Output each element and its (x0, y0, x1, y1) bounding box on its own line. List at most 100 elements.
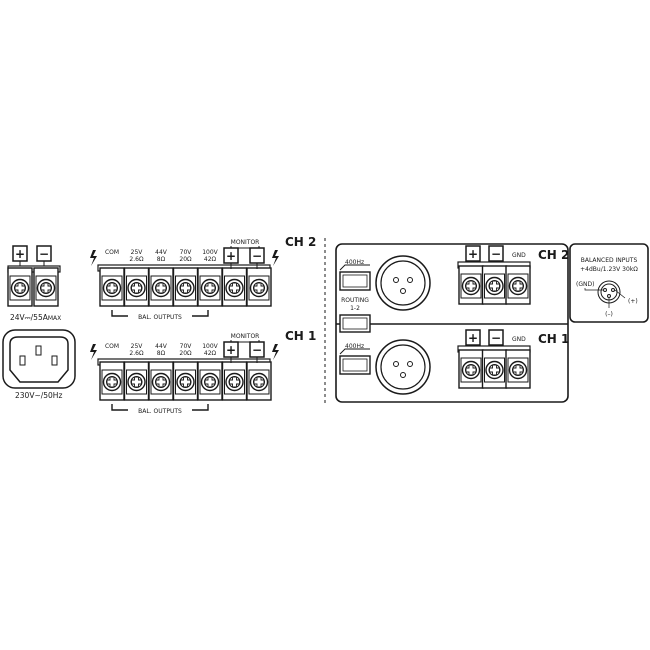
label: − (491, 331, 501, 345)
input-panel (335, 243, 569, 403)
label: 100V (202, 249, 218, 256)
minus-icon: − (488, 245, 504, 267)
screw-terminal[interactable] (246, 267, 272, 307)
label: 70V (180, 343, 193, 350)
screw-terminal[interactable] (172, 361, 199, 401)
svg-text:(GND): (GND) (576, 281, 594, 288)
mains-label: 230V~/50Hz (15, 391, 62, 400)
xlr-pinout-icon (584, 280, 626, 308)
screw-terminal[interactable] (148, 267, 174, 307)
hazard-bolt-icon (272, 250, 279, 266)
monitor-minus-icon: − (249, 341, 265, 363)
screw-terminal[interactable] (221, 361, 248, 401)
label: BAL. OUTPUTS (138, 314, 182, 321)
label: 25V (131, 249, 144, 256)
screw-terminal[interactable] (99, 267, 125, 307)
xlr-input-jack[interactable] (375, 339, 431, 395)
label: + (468, 247, 478, 261)
label: 8Ω (157, 350, 166, 357)
mains-inlet[interactable]: 230V~/50Hz (2, 329, 76, 400)
test-tone-switch[interactable]: 400Hz (339, 259, 371, 291)
label: + (226, 249, 236, 263)
label: CH 2 (285, 235, 316, 249)
monitor-plus-icon: + (223, 247, 239, 269)
label: 8Ω (157, 256, 166, 263)
label: 70V (180, 249, 193, 256)
label: 25V (131, 343, 144, 350)
plus-icon: + (12, 245, 28, 268)
label: 20Ω (179, 256, 192, 263)
screw-terminal[interactable] (481, 349, 508, 389)
label: 20Ω (179, 350, 192, 357)
monitor-minus-icon: − (249, 247, 265, 269)
screw-terminal[interactable] (221, 267, 248, 307)
label: 400Hz (345, 343, 364, 350)
label: − (252, 343, 262, 357)
minus-icon: − (36, 245, 52, 268)
screw-terminal[interactable] (458, 265, 484, 305)
screw-terminal[interactable] (197, 267, 223, 307)
label: 42Ω (204, 350, 217, 357)
label: COM (105, 343, 119, 350)
label: 100V (202, 343, 218, 350)
label: BAL. OUTPUTS (138, 408, 182, 415)
test-tone-switch[interactable]: 400Hz (339, 343, 371, 375)
monitor-plus-icon: + (223, 341, 239, 363)
svg-text:−: − (39, 247, 49, 261)
label: GND (512, 336, 526, 343)
screw-terminal[interactable] (246, 361, 272, 401)
plus-icon: + (465, 329, 481, 351)
svg-text:ROUTING: ROUTING (341, 297, 369, 304)
label: 44V (155, 343, 168, 350)
balanced-inputs-info: BALANCED INPUTS +4dBu/1.23V 30kΩ (GND) (… (569, 243, 649, 323)
hazard-bolt-icon (272, 344, 279, 360)
svg-text:+: + (15, 247, 25, 261)
screw-terminal[interactable] (197, 361, 223, 401)
label: 2.6Ω (129, 350, 144, 357)
svg-text:(+): (+) (628, 298, 638, 305)
label: GND (512, 252, 526, 259)
input-section-ch1: 400Hz +− GND CH 1 (339, 329, 569, 395)
label: CH 1 (538, 332, 569, 346)
svg-text:1-2: 1-2 (350, 305, 360, 312)
label: 400Hz (345, 259, 364, 266)
hazard-bolt-icon (90, 344, 97, 360)
screw-terminal[interactable] (481, 265, 508, 305)
screw-terminal[interactable] (123, 267, 150, 307)
label: + (468, 331, 478, 345)
label: 2.6Ω (129, 256, 144, 263)
screw-terminal[interactable] (123, 361, 150, 401)
label: MONITOR (231, 239, 260, 246)
input-section-ch2: 400Hz +− GND CH 2 (339, 245, 569, 311)
routing-switch[interactable]: ROUTING 1-2 (339, 297, 371, 333)
screw-terminal[interactable] (505, 265, 531, 305)
svg-text:(–): (–) (605, 311, 613, 318)
label: MONITOR (231, 333, 260, 340)
label: CH 2 (538, 248, 569, 262)
label: − (491, 247, 501, 261)
xlr-input-jack[interactable] (375, 255, 431, 311)
svg-text:BALANCED INPUTS: BALANCED INPUTS (581, 257, 638, 264)
plus-icon: + (465, 245, 481, 267)
screw-terminal[interactable] (148, 361, 174, 401)
label: − (252, 249, 262, 263)
screw-terminal[interactable] (172, 267, 199, 307)
svg-text:+4dBu/1.23V 30kΩ: +4dBu/1.23V 30kΩ (580, 266, 638, 273)
label: CH 1 (285, 329, 316, 343)
label: COM (105, 249, 119, 256)
dc-power-label: 24V⎓/55AMAX (10, 313, 61, 322)
label: 44V (155, 249, 168, 256)
screw-terminal[interactable] (458, 349, 484, 389)
hazard-bolt-icon (90, 250, 97, 266)
dc-power-terminal[interactable]: + − 24V⎓/55AMAX (7, 245, 61, 322)
label: + (226, 343, 236, 357)
label: 42Ω (204, 256, 217, 263)
input-terminal-block[interactable] (457, 345, 531, 389)
screw-terminal[interactable] (99, 361, 125, 401)
input-terminal-block[interactable] (457, 261, 531, 305)
screw-terminal[interactable] (505, 349, 531, 389)
